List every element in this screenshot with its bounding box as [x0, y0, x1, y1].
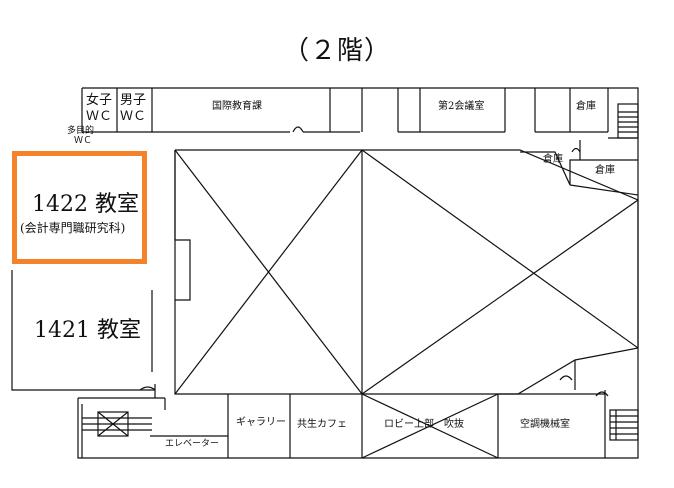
- multipurpose-wc-label: 多目的: [67, 126, 95, 136]
- women-wc-label: 女子: [86, 93, 113, 108]
- machine-room-label: 空調機械室: [520, 419, 570, 430]
- men-wc-sub: ＷＣ: [120, 109, 147, 124]
- storage-label-1: 倉庫: [576, 101, 596, 112]
- floor-title: （２階）: [282, 36, 391, 66]
- multipurpose-wc-sub: ＷＣ: [74, 136, 93, 146]
- men-wc-label: 男子: [120, 93, 147, 108]
- cafe-label: 共生カフェ: [297, 419, 347, 430]
- outer-wall-top: [77, 87, 639, 459]
- international-office-label: 国際教育課: [212, 101, 262, 112]
- classroom-1422-sub: (会計専門職研究科): [20, 221, 126, 235]
- storage-label-3: 倉庫: [595, 165, 615, 176]
- elevator-label: エレベーター: [165, 439, 220, 449]
- classroom-1422-label: 1422 教室: [32, 192, 139, 217]
- classroom-1421-label: 1421 教室: [34, 318, 141, 343]
- classroom-1422-highlight: [12, 151, 147, 264]
- gallery-label: ギャラリー: [236, 417, 286, 428]
- storage-label-2: 倉庫: [543, 154, 563, 165]
- women-wc-sub: ＷＣ: [86, 109, 113, 124]
- meeting-room-2-label: 第2会議室: [438, 101, 485, 112]
- lobby-label: ロビー上部 吹抜: [384, 419, 464, 430]
